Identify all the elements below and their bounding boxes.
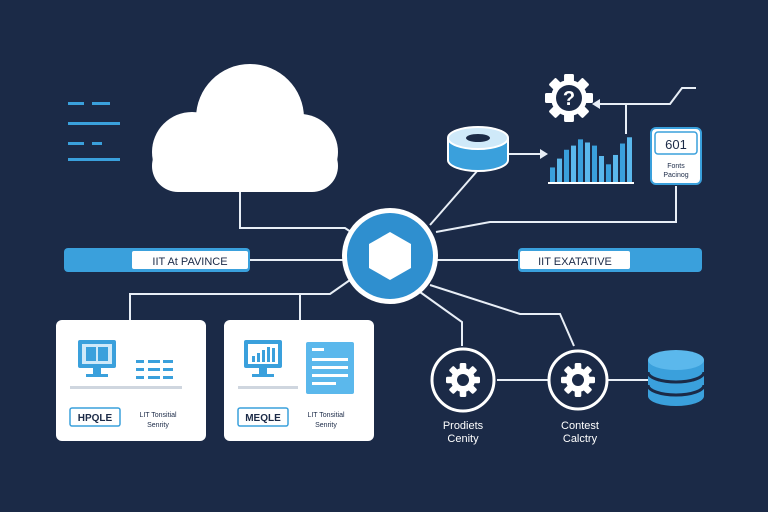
line-cloud-hub: [239, 188, 361, 239]
document-icon: [306, 342, 354, 394]
line-hub-left-card: [129, 279, 351, 320]
line-hub-data-panel: [435, 186, 677, 233]
data-panel-caption-2: Pacinog: [663, 172, 688, 179]
line-hub-gear-left: [419, 291, 463, 346]
line-gear-top: [600, 87, 696, 105]
right-banner-label: IIT EXATATIVE: [538, 256, 612, 268]
text-lines-icon: [68, 102, 120, 161]
bar-chart-bar: [599, 156, 604, 182]
bar-chart-bar: [627, 137, 632, 182]
line-hub-gear-right: [429, 284, 575, 347]
connector-lines: [129, 87, 696, 381]
card-middle[interactable]: MEQLE LIT Tonsitial Senrity: [224, 320, 374, 441]
monitor-icon: [78, 340, 116, 377]
bar-chart-bar: [620, 143, 625, 182]
database-icon: [646, 350, 706, 406]
bar-chart-bar: [550, 167, 555, 182]
list-grid-icon: [136, 360, 173, 379]
gear-question-icon[interactable]: ?: [545, 74, 593, 122]
bar-chart-bar: [592, 145, 597, 182]
bar-chart-bar: [564, 149, 569, 182]
gear-left-label-1: Prodiets: [443, 420, 484, 432]
right-banner: IIT EXATATIVE: [518, 248, 702, 272]
bar-chart-bar: [606, 164, 611, 182]
monitor-chart-icon: [244, 340, 282, 377]
bar-chart-bar: [613, 154, 618, 182]
card-left-tag: HPQLE: [78, 413, 113, 424]
gear-left-label-2: Cenity: [447, 433, 479, 445]
bar-chart-bar: [578, 139, 583, 182]
gear-right-label-2: Calctry: [563, 433, 598, 445]
left-banner-label: IIT At PAVINCE: [152, 256, 227, 268]
card-middle-divider: [238, 386, 298, 389]
help-symbol: ?: [563, 88, 575, 110]
gear-node-right[interactable]: Contest Calctry: [547, 349, 609, 445]
data-panel-caption-1: Fonts: [667, 163, 685, 170]
data-panel: 601 Fonts Pacinog: [650, 127, 702, 185]
card-middle-caption-1: LIT Tonsitial: [307, 412, 345, 419]
bar-chart-baseline: [548, 182, 634, 184]
card-left-caption-1: LIT Tonsitial: [139, 412, 177, 419]
data-panel-value: 601: [665, 137, 687, 152]
card-left[interactable]: HPQLE LIT Tonsitial Senrity: [56, 320, 206, 441]
card-left-divider: [70, 386, 182, 389]
gear-icon: [446, 363, 480, 397]
arrow-head: [540, 149, 548, 159]
storage-disk-icon: [447, 126, 509, 172]
cloud-icon: [152, 64, 338, 192]
line-hub-disk: [429, 169, 479, 226]
card-left-caption-2: Senrity: [147, 422, 169, 429]
gear-node-left[interactable]: Prodiets Cenity: [430, 347, 496, 445]
card-middle-tag: MEQLE: [245, 413, 281, 424]
bar-chart-bar: [585, 142, 590, 182]
hexagon-hub-icon[interactable]: [342, 208, 438, 304]
bar-chart-bar: [557, 158, 562, 182]
bar-chart-bar: [571, 145, 576, 182]
bar-chart-icon: [548, 137, 634, 184]
arrow-head-top: [592, 99, 600, 109]
left-banner: IIT At PAVINCE: [64, 248, 250, 272]
card-middle-caption-2: Senrity: [315, 422, 337, 429]
gear-right-label-1: Contest: [561, 420, 599, 432]
